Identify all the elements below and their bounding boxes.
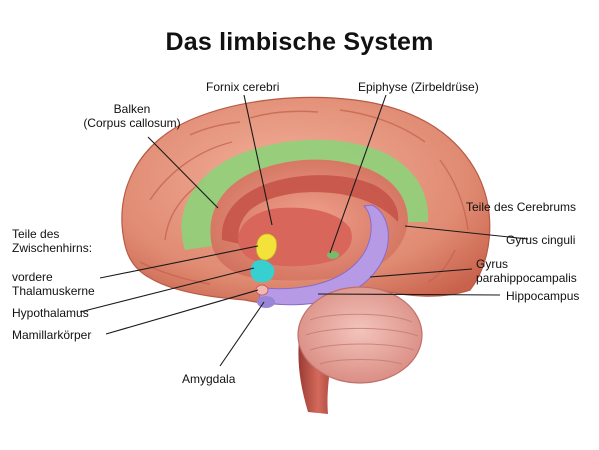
label-hippocampus: Hippocampus xyxy=(506,289,580,303)
label-thalamuskerne-line2: Thalamuskerne xyxy=(12,284,95,298)
cerebellum-shape xyxy=(297,286,423,384)
cortex-gyri xyxy=(139,109,469,285)
label-balken: Balken xyxy=(113,102,151,116)
label-amygdala: Amygdala xyxy=(182,372,236,386)
hippocampus-shape xyxy=(259,204,389,306)
label-fornix-cerebri: Fornix cerebri xyxy=(206,80,280,94)
leader-lines xyxy=(79,94,529,367)
mamillary-body-shape xyxy=(255,284,269,296)
label-gyrus-cinguli: Gyrus cinguli xyxy=(506,233,576,247)
thalamus-shape xyxy=(256,233,277,261)
pineal-gland-shape xyxy=(327,251,339,259)
label-teile-zwischenhirn: Teile des Zwischenhirns: xyxy=(12,227,92,255)
label-gyrus-parahippocampalis: Gyrus parahippocampalis xyxy=(476,257,577,285)
cerebellum-folia xyxy=(305,313,419,365)
label-hypothalamus: Hypothalamus xyxy=(12,306,89,320)
label-gyrus-parahippocampalis-line1: Gyrus xyxy=(476,257,509,271)
gyrus-cinguli-shape xyxy=(181,139,429,250)
label-mamillarkoerper: Mamillarkörper xyxy=(12,328,92,342)
label-epiphyse: Epiphyse (Zirbeldrüse) xyxy=(358,80,479,94)
label-teile-cerebrum: Teile des Cerebrums xyxy=(466,200,577,214)
label-gyrus-parahippocampalis-line2: parahippocampalis xyxy=(476,271,577,285)
corpus-callosum-shape xyxy=(221,175,399,244)
label-teile-zwischenhirn-line1: Teile des xyxy=(12,227,60,241)
hypothalamus-shape xyxy=(250,260,275,283)
label-teile-zwischenhirn-line2: Zwischenhirns: xyxy=(12,241,93,255)
label-corpus-callosum: (Corpus callosum) xyxy=(83,116,181,130)
amygdala-shape xyxy=(257,296,275,308)
label-thalamuskerne-line1: vordere xyxy=(12,270,53,284)
label-balken-group: Balken (Corpus callosum) xyxy=(72,102,192,130)
label-thalamuskerne: vordere Thalamuskerne xyxy=(12,270,95,298)
diagram-title: Das limbische System xyxy=(165,28,434,56)
